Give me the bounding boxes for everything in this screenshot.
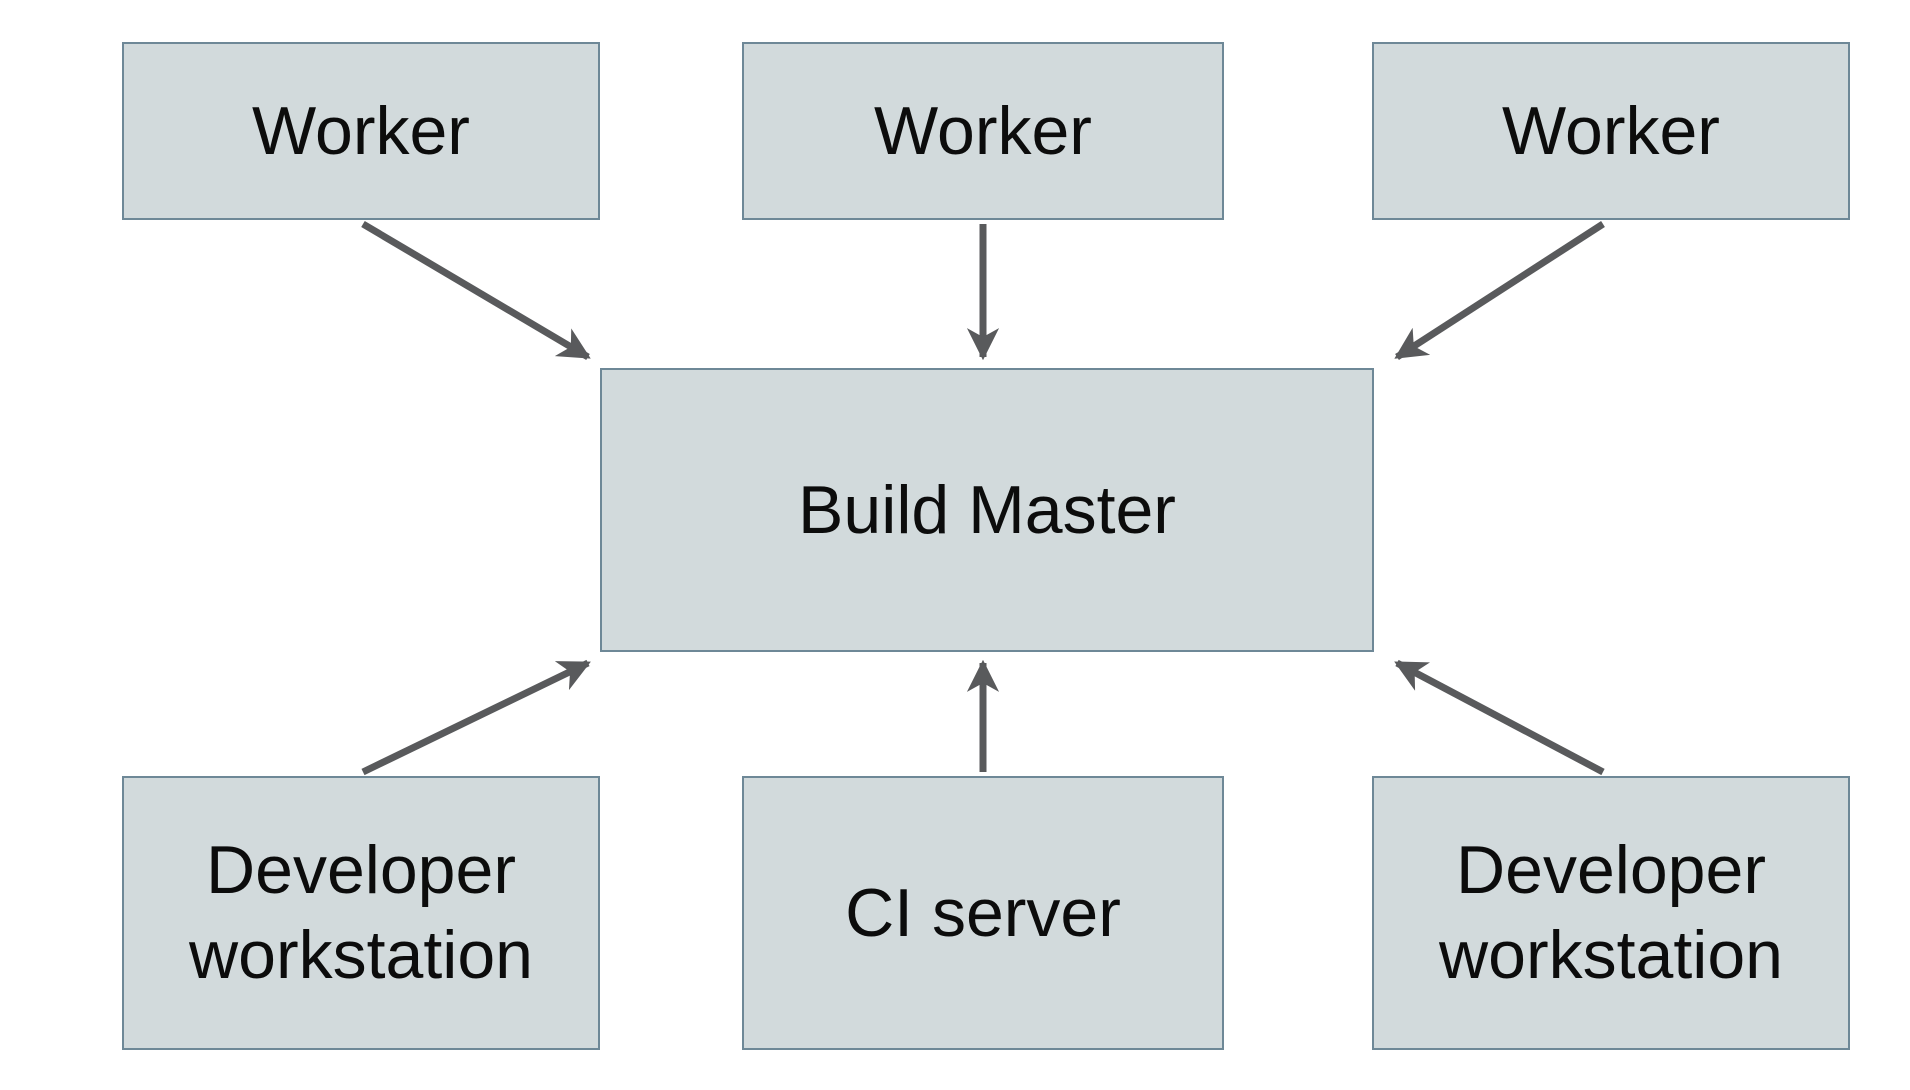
node-developer-workstation-left: Developer workstation	[122, 776, 600, 1050]
node-developer-workstation-left-label: Developer workstation	[189, 832, 533, 993]
node-worker-2-label: Worker	[874, 92, 1092, 169]
node-worker-3: Worker	[1372, 42, 1850, 220]
node-ci-server: CI server	[742, 776, 1224, 1050]
node-worker-2: Worker	[742, 42, 1224, 220]
node-developer-workstation-right: Developer workstation	[1372, 776, 1850, 1050]
edge-worker-left-to-build-master	[361, 220, 591, 361]
node-build-master: Build Master	[600, 368, 1374, 652]
node-build-master-label: Build Master	[798, 471, 1176, 548]
edge-worker-right-to-build-master	[1394, 221, 1605, 360]
edge-dev-right-to-build-master	[1394, 659, 1605, 776]
node-worker-3-label: Worker	[1502, 92, 1720, 169]
node-developer-workstation-right-label: Developer workstation	[1439, 832, 1783, 993]
edge-dev-left-to-build-master	[361, 659, 591, 776]
node-worker-1: Worker	[122, 42, 600, 220]
node-worker-1-label: Worker	[252, 92, 470, 169]
node-ci-server-label: CI server	[845, 874, 1121, 951]
